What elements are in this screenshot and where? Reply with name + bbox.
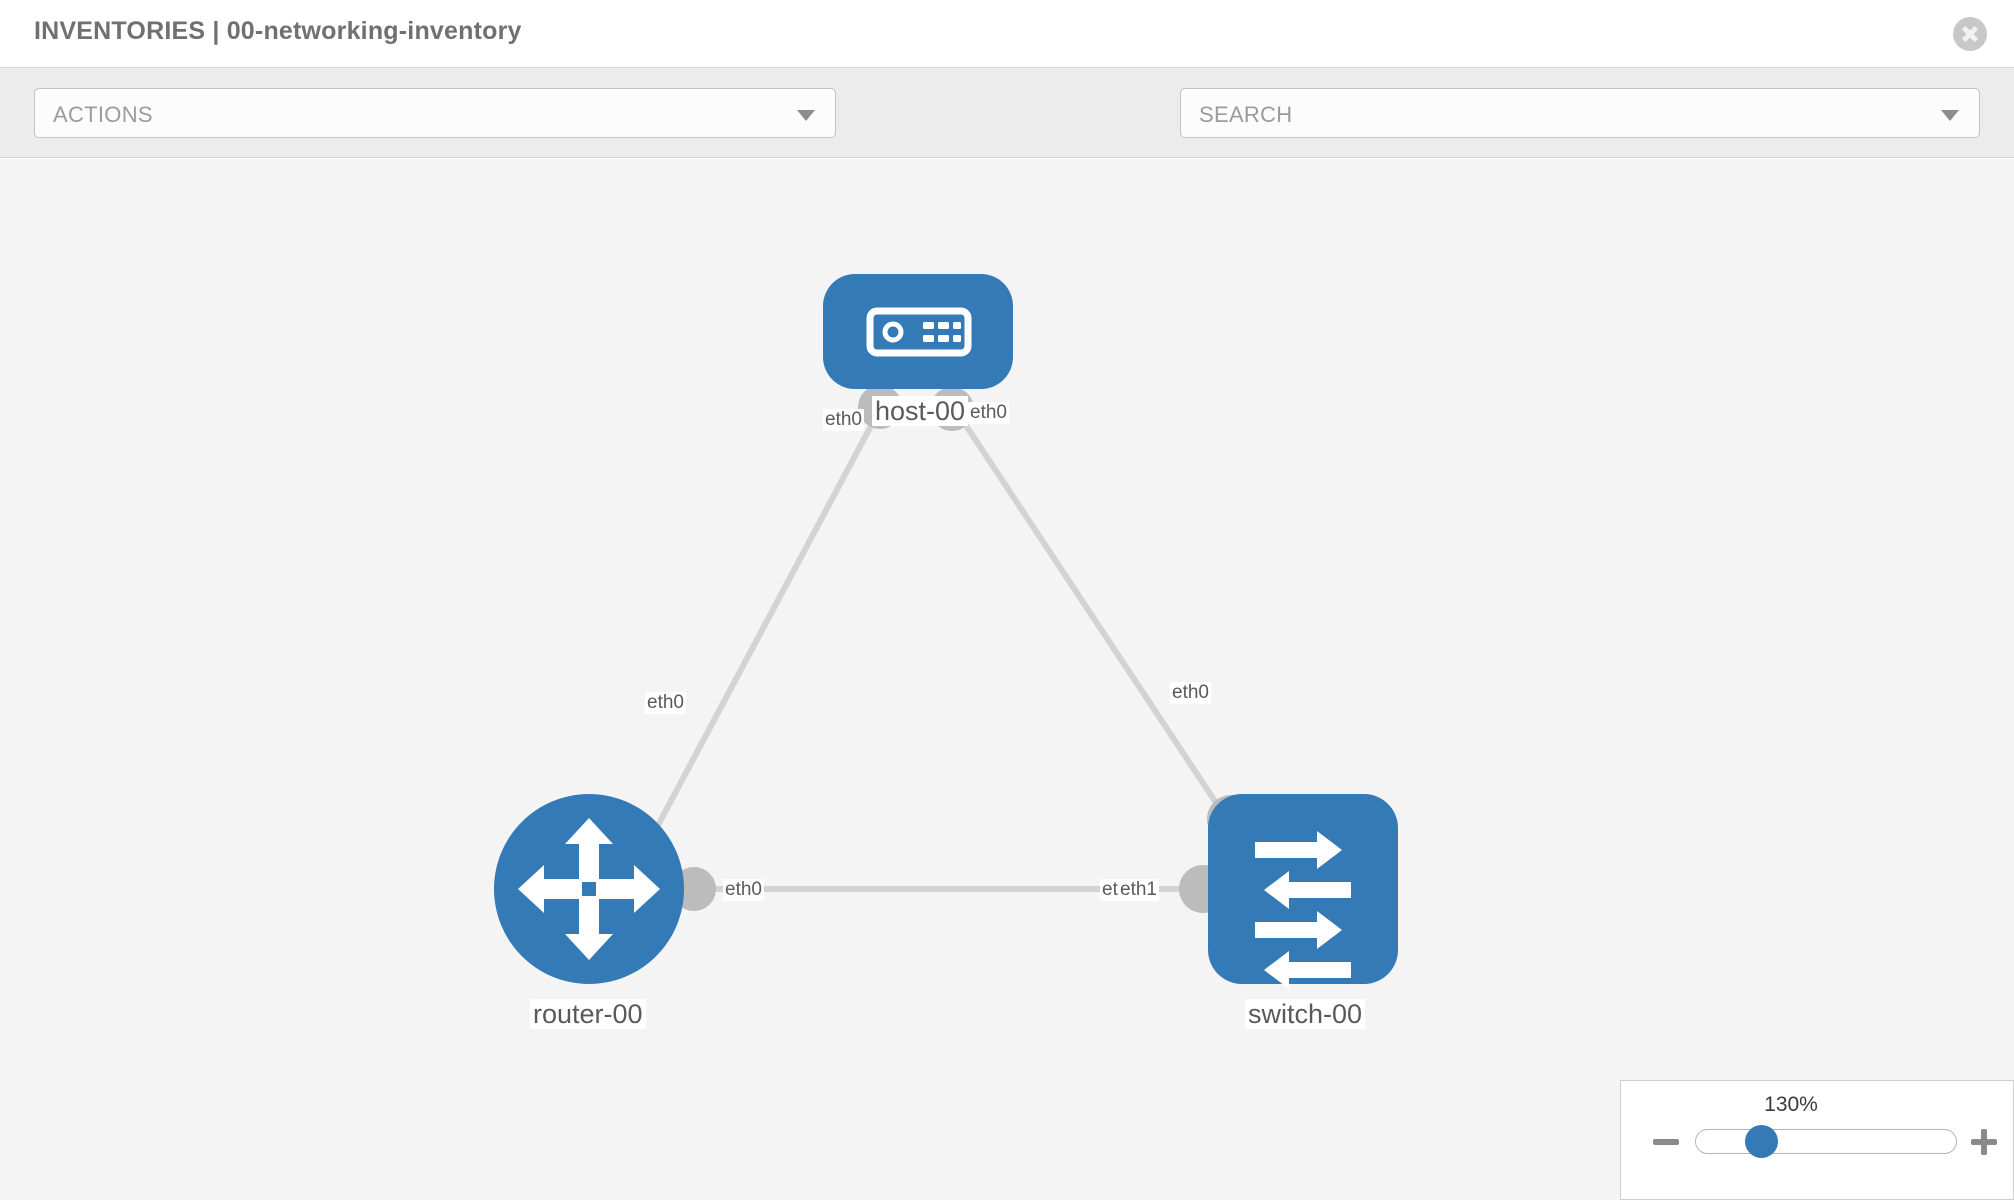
edge-group bbox=[637, 407, 1253, 892]
edge-label-router-host-eth0[interactable]: eth0 bbox=[645, 692, 686, 714]
topology-canvas[interactable]: host-00 router-00 switch-00 eth0 eth0 et… bbox=[0, 159, 2014, 1200]
node-switch-00[interactable] bbox=[1208, 794, 1398, 989]
node-router-00[interactable] bbox=[494, 794, 684, 984]
edge-host-switch[interactable] bbox=[952, 407, 1253, 856]
chevron-down-icon bbox=[797, 110, 815, 121]
switch-arrows-icon bbox=[1255, 831, 1351, 989]
toolbar: ACTIONS SEARCH bbox=[0, 68, 2014, 198]
node-label-router-00[interactable]: router-00 bbox=[530, 999, 646, 1030]
actions-dropdown[interactable]: ACTIONS bbox=[34, 88, 836, 138]
zoom-level-value: 130% bbox=[1764, 1093, 1818, 1116]
zoom-control-panel: 130% bbox=[1620, 1080, 2014, 1200]
edge-label-host-right-eth0[interactable]: eth0 bbox=[968, 402, 1009, 424]
node-label-switch-00[interactable]: switch-00 bbox=[1245, 999, 1366, 1030]
edge-label-switch-host-eth0[interactable]: eth0 bbox=[1170, 682, 1211, 704]
router-arrows-icon bbox=[518, 818, 660, 960]
page-title: INVENTORIES | 00-networking-inventory bbox=[34, 17, 522, 45]
page-header: INVENTORIES | 00-networking-inventory bbox=[0, 0, 2014, 68]
edge-label-router-switch-eth0[interactable]: eth0 bbox=[723, 879, 764, 901]
edge-label-switch-eth1[interactable]: eth1 bbox=[1118, 879, 1159, 901]
node-label-host-00[interactable]: host-00 bbox=[872, 396, 969, 427]
zoom-out-button[interactable] bbox=[1651, 1127, 1681, 1157]
zoom-in-button[interactable] bbox=[1969, 1127, 1999, 1157]
zoom-slider-track[interactable] bbox=[1695, 1129, 1957, 1154]
zoom-slider-thumb[interactable] bbox=[1745, 1125, 1778, 1158]
actions-dropdown-label: ACTIONS bbox=[53, 102, 153, 127]
edge-label-host-left-eth0[interactable]: eth0 bbox=[823, 409, 864, 431]
search-input[interactable]: SEARCH bbox=[1180, 88, 1980, 138]
close-icon[interactable] bbox=[1953, 17, 1987, 51]
edge-router-host[interactable] bbox=[637, 407, 883, 861]
port-group bbox=[672, 385, 1255, 913]
node-host-00[interactable] bbox=[823, 274, 1013, 389]
search-input-value: SEARCH bbox=[1199, 102, 1293, 127]
chevron-down-icon[interactable] bbox=[1941, 110, 1959, 121]
server-appliance-icon bbox=[866, 307, 972, 357]
topology-graph bbox=[494, 274, 1398, 989]
